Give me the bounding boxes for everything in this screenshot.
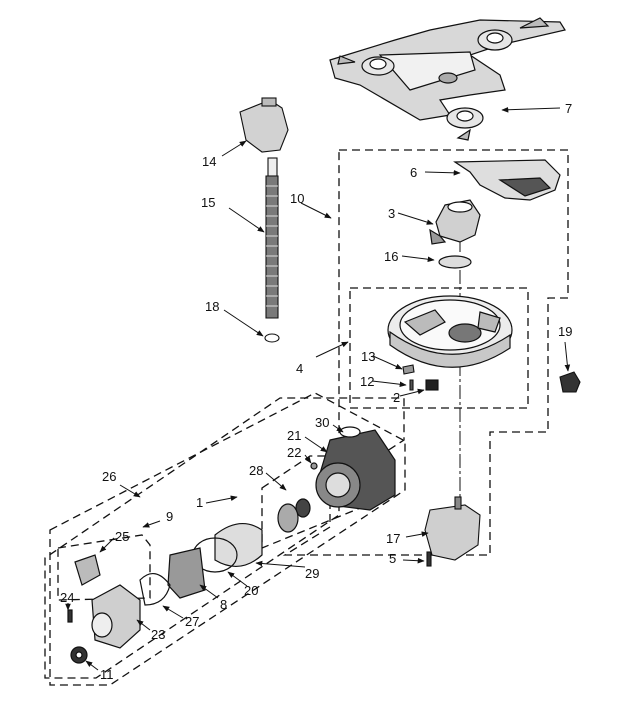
callout-17: 17 xyxy=(386,531,401,546)
callout-10: 10 xyxy=(290,191,305,206)
callout-16: 16 xyxy=(384,249,399,264)
callout-9: 9 xyxy=(166,509,174,524)
part-24-screw xyxy=(67,609,73,623)
callout-19: 19 xyxy=(558,324,573,339)
part-2-block xyxy=(425,379,439,391)
callout-29: 29 xyxy=(305,566,320,581)
callout-21: 21 xyxy=(287,428,302,443)
diverter-part xyxy=(429,199,481,245)
callout-14: 14 xyxy=(202,154,217,169)
outline-group-4 xyxy=(349,287,529,409)
callout-13: 13 xyxy=(361,349,376,364)
sump-cover-part xyxy=(453,159,561,201)
part-8-housing xyxy=(167,547,206,599)
part-12-screw xyxy=(409,379,414,391)
callout-26: 26 xyxy=(102,469,117,484)
callout-24: 24 xyxy=(60,590,75,605)
callout-18: 18 xyxy=(205,299,220,314)
outline-group-9 xyxy=(57,534,151,601)
sump-base-part xyxy=(387,295,513,368)
callout-23: 23 xyxy=(151,627,166,642)
callout-15: 15 xyxy=(201,195,216,210)
leader-lines xyxy=(65,106,571,671)
small-parts xyxy=(402,364,439,391)
part-19-clip xyxy=(559,371,581,393)
outline-group-26 xyxy=(49,392,406,686)
callout-4: 4 xyxy=(296,361,304,376)
seal-ring-part xyxy=(438,255,472,269)
callout-27: 27 xyxy=(185,614,200,629)
callout-6: 6 xyxy=(410,165,418,180)
part-22-nut xyxy=(310,462,318,470)
callout-28: 28 xyxy=(249,463,264,478)
callout-2: 2 xyxy=(393,390,401,405)
callout-5: 5 xyxy=(389,551,397,566)
callout-3: 3 xyxy=(388,206,396,221)
spray-arm-part xyxy=(329,17,566,141)
callout-25: 25 xyxy=(115,529,130,544)
callout-8: 8 xyxy=(220,597,228,612)
part-28-impeller xyxy=(277,503,299,533)
callout-30: 30 xyxy=(315,415,330,430)
part-18-clamp xyxy=(264,333,280,343)
manifold-part xyxy=(424,496,481,567)
part-29-ring xyxy=(214,523,263,567)
hose-assembly xyxy=(239,97,289,343)
callout-1: 1 xyxy=(196,495,204,510)
part-27-gasket xyxy=(139,573,171,606)
callout-12: 12 xyxy=(360,374,375,389)
part-13-clip xyxy=(402,364,415,375)
callout-20: 20 xyxy=(244,583,259,598)
outline-group-10 xyxy=(44,149,569,679)
drain-pump-parts xyxy=(67,523,263,664)
part-14-valve xyxy=(239,99,289,153)
callout-11: 11 xyxy=(100,667,114,682)
pump-motor-part xyxy=(277,426,396,533)
callout-7: 7 xyxy=(565,101,573,116)
part-28-seal xyxy=(295,498,311,518)
callout-22: 22 xyxy=(287,445,302,460)
part-15-hose xyxy=(265,175,279,319)
part-25-bracket xyxy=(74,554,101,586)
